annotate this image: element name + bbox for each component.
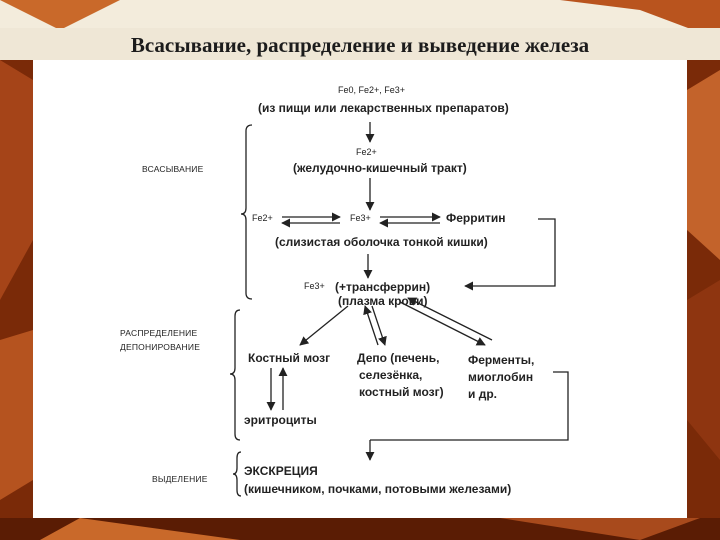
arrow-ferritin-to-plasma <box>465 219 555 286</box>
distribution-bracket <box>230 310 240 440</box>
depot-line-3: костный мозг) <box>359 385 444 399</box>
gi-tract-label: (желудочно-кишечный тракт) <box>293 161 467 175</box>
arrow-plasma-to-bone <box>300 306 348 345</box>
bone-marrow-label: Костный мозг <box>248 351 330 365</box>
arrow-plasma-to-depot <box>372 306 385 345</box>
enzymes-line-1: Ферменты, <box>468 353 534 367</box>
mucosa-fe3: Fe3+ <box>350 213 371 223</box>
arrow-plasma-to-enzymes <box>400 302 485 345</box>
excretion-label: ЭКСКРЕЦИЯ <box>244 464 318 478</box>
excretion-routes-label: (кишечником, почками, потовыми железами) <box>244 482 511 496</box>
arrow-depot-to-plasma <box>365 306 378 345</box>
plasma-label: (плазма крови) <box>338 294 428 308</box>
stage-excretion-label: ВЫДЕЛЕНИЕ <box>152 474 208 484</box>
mucosa-fe2: Fe2+ <box>252 213 273 223</box>
food-source-label: (из пищи или лекарственных препаратов) <box>258 101 509 115</box>
excretion-bracket <box>233 452 241 496</box>
plasma-iron-form: Fe3+ <box>304 281 325 291</box>
enzymes-line-2: миоглобин <box>468 370 533 384</box>
stage-distribution-label: РАСПРЕДЕЛЕНИЕ <box>120 328 197 338</box>
stage-absorption-label: ВСАСЫВАНИЕ <box>142 164 203 174</box>
erythrocytes-label: эритроциты <box>244 413 317 427</box>
depot-line-1: Депо (печень, <box>357 351 440 365</box>
transferrin-label: (+трансферрин) <box>335 280 430 294</box>
stage-deposition-label: ДЕПОНИРОВАНИЕ <box>120 342 200 352</box>
gi-iron-form: Fe2+ <box>356 147 377 157</box>
food-iron-forms: Fe0, Fe2+, Fe3+ <box>338 85 405 95</box>
enzymes-line-3: и др. <box>468 387 497 401</box>
depot-line-2: селезёнка, <box>359 368 422 382</box>
ferritin-label: Ферритин <box>446 211 505 225</box>
absorption-bracket <box>241 125 252 299</box>
mucosa-label: (слизистая оболочка тонкой кишки) <box>275 235 488 249</box>
